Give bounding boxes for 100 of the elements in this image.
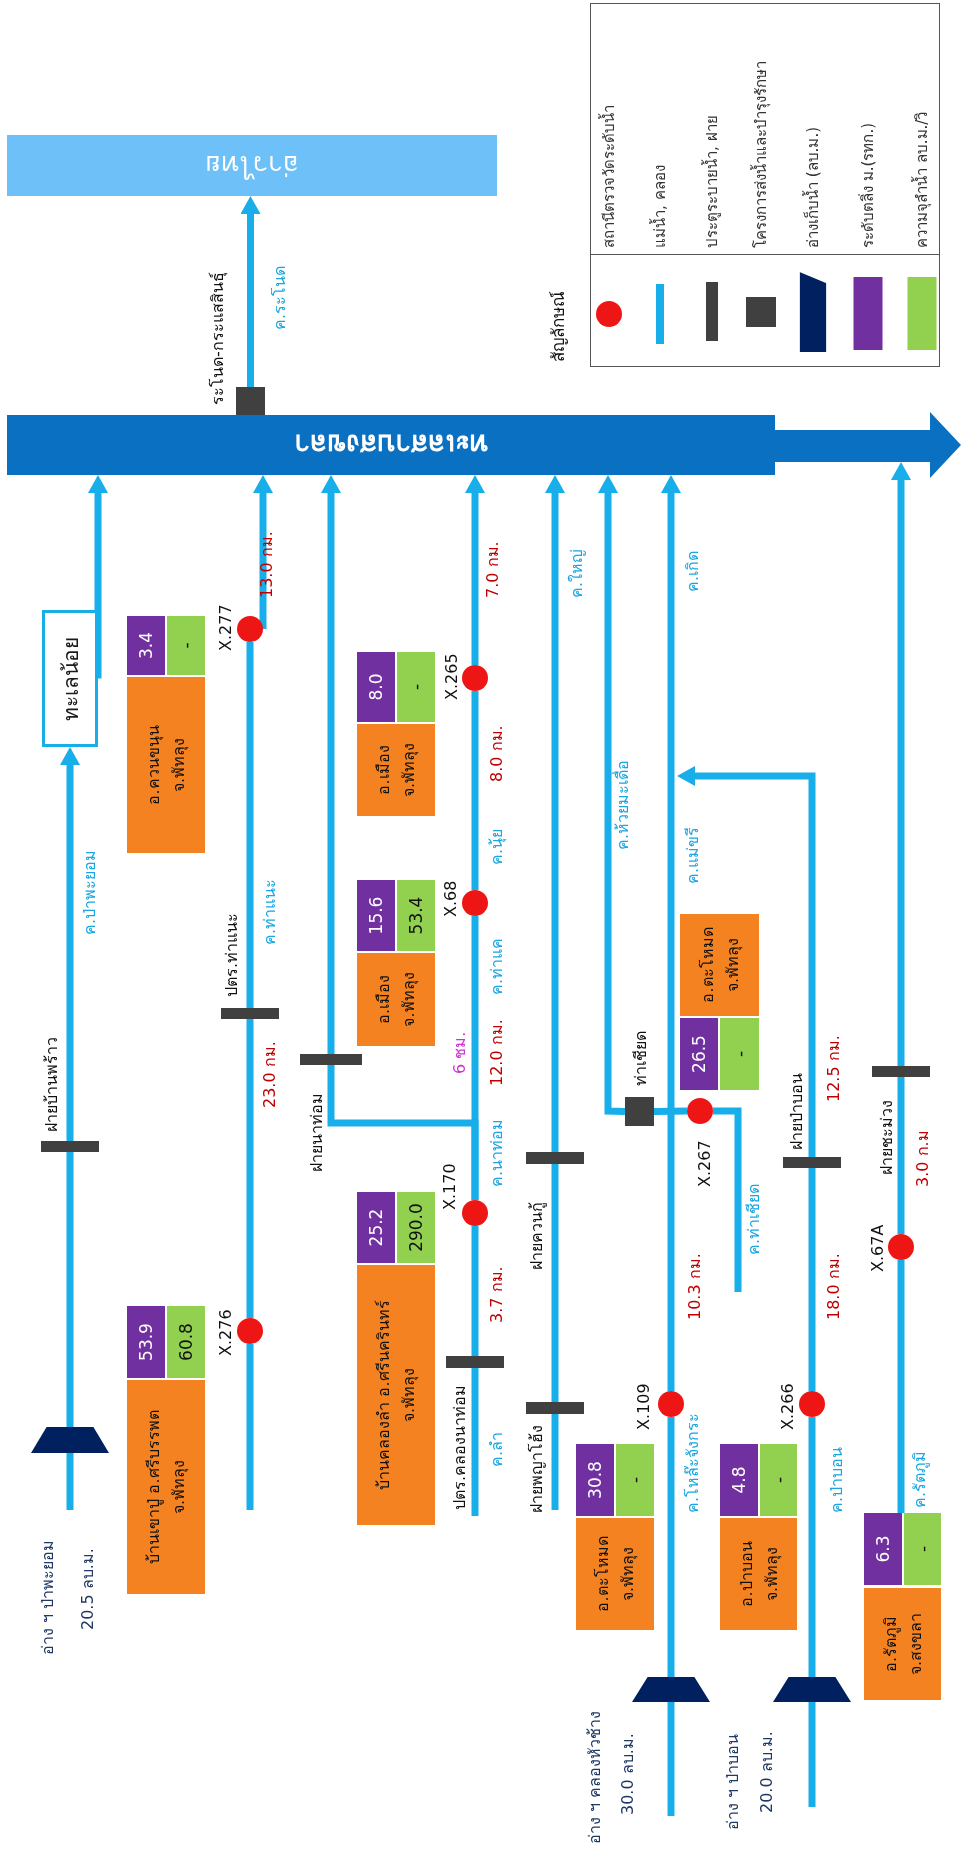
- legend-text: โครงการส่งน้ำและบำรุงรักษา: [751, 61, 771, 248]
- station-code: X.109: [634, 1383, 654, 1430]
- bank-level-box: 8.0: [357, 652, 395, 722]
- reservoir-symbol: [632, 1677, 710, 1702]
- distance-label: 10.3 กม.: [685, 1253, 705, 1320]
- station-dot: [237, 1318, 263, 1344]
- river-line: [246, 642, 254, 1008]
- reservoir-label: 20.0 ลบ.ม.: [757, 1731, 777, 1813]
- river-name: ค.เกิด: [683, 550, 703, 592]
- district-box: บ้านคลองลำ อ.ศรีนครินทร์ จ.พัทลุง: [357, 1265, 435, 1525]
- station-dot: [462, 665, 488, 691]
- river-name: ค.ท่าแนะ: [260, 878, 280, 945]
- capacity-box: -: [167, 616, 205, 675]
- reservoir-label: 20.5 ลบ.ม.: [78, 1548, 98, 1630]
- district-box: อ.รัตภูมิ จ.สงขลา: [864, 1588, 941, 1700]
- river-line: [66, 1152, 74, 1427]
- weir-bar: [446, 1356, 504, 1368]
- capacity-box: -: [616, 1444, 654, 1516]
- river-arrow: [253, 475, 273, 629]
- river-line: [327, 1065, 479, 1200]
- river-line: [667, 1417, 675, 1677]
- distance-label: 3.7 กม.: [487, 1266, 507, 1323]
- district-box: อ.ตะโหมด จ.พัทลุง: [576, 1518, 654, 1630]
- capacity-box: 290.0: [397, 1192, 435, 1263]
- station-dot: [799, 1391, 825, 1417]
- station-code: X.67A: [868, 1224, 888, 1272]
- weir-label: ฝายควนกู้: [527, 1202, 547, 1270]
- station-code: X.276: [216, 1309, 236, 1356]
- district-box: บ้านเขาปู่ อ.ศรีบรรพต จ.พัทลุง: [127, 1380, 205, 1594]
- river-name: ค.นาท่อม: [487, 1118, 507, 1187]
- river-arrow: [321, 475, 341, 1054]
- river-arrow: [60, 747, 80, 1141]
- weir-label: ปตร.ท่าแนะ: [222, 912, 242, 997]
- river-name: ค.รัตภูมิ: [910, 1450, 930, 1508]
- bank-level-box: 26.5: [680, 1018, 718, 1090]
- reservoir-label: อ่าง ฯ ป่าพะยอม: [38, 1539, 58, 1655]
- reservoir-label: อ่าง ฯ คลองหัวช้าง: [585, 1710, 605, 1844]
- river-line: [653, 1107, 688, 1115]
- distance-label: 7.0 กม.: [483, 541, 503, 598]
- station-dot: [687, 1098, 713, 1124]
- reservoir-label: อ่าง ฯ ป่าบอน: [723, 1733, 743, 1830]
- bank-level-box: 25.2: [357, 1192, 395, 1263]
- weir-bar: [41, 1141, 99, 1152]
- station-dot: [462, 890, 488, 916]
- legend-text: อ่างเก็บน้ำ (ลบ.ม.): [803, 127, 823, 248]
- weir-bar: [783, 1157, 841, 1168]
- legend-title: สัญลักษณ์: [548, 291, 568, 362]
- river-line: [897, 1260, 905, 1513]
- river-name: ค.โหล๊ะจังกระ: [683, 1412, 703, 1513]
- bank-level-box: 4.8: [720, 1444, 758, 1516]
- river-arrow: [891, 462, 911, 1066]
- capacity-box: 60.8: [167, 1306, 205, 1378]
- lake-band: ทะเลสาบสงขลา: [7, 412, 961, 478]
- bank-level-box: 53.9: [127, 1306, 165, 1378]
- sea-band: อ่าวไทย: [7, 135, 497, 196]
- station-code: X.266: [778, 1383, 798, 1430]
- legend-text: ความจุลำน้ำ ลบ.ม./วิ: [912, 111, 932, 248]
- travel-time: 6 ชม.: [450, 1031, 470, 1074]
- distance-label: 13.0 กม.: [257, 531, 277, 598]
- river-line: [808, 1168, 816, 1391]
- river-name: ค.ท่าเชียด: [744, 1183, 764, 1255]
- reservoir-symbol: [773, 1677, 851, 1702]
- river-arrow: [545, 475, 565, 1152]
- district-box: อ.ควนขนุน จ.พัทลุง: [127, 677, 205, 853]
- distance-label: 23.0 กม.: [260, 1041, 280, 1108]
- distance-label: 18.0 กม.: [824, 1253, 844, 1320]
- bank-level-box: 6.3: [864, 1513, 902, 1585]
- station-code: X.170: [440, 1163, 460, 1210]
- river-line: [897, 1077, 905, 1234]
- reservoir-symbol: [31, 1427, 109, 1453]
- capacity-box: -: [760, 1444, 797, 1516]
- weir-bar: [221, 1008, 279, 1019]
- district-box: อ.ป่าบอน จ.พัทลุง: [720, 1518, 797, 1630]
- weir-label: ปตร.คลองนาท่อม: [450, 1384, 470, 1510]
- station-code: X.265: [442, 653, 462, 700]
- distance-label: 3.0 ก.ม: [913, 1130, 933, 1187]
- weir-label: ฝายพญาโฮ้ง: [527, 1425, 547, 1513]
- river-line: [808, 1417, 816, 1677]
- bank-level-box: 3.4: [127, 616, 165, 675]
- station-code: X.267: [695, 1140, 715, 1187]
- project-label: ท่าเชียด: [631, 1031, 651, 1086]
- river-name: ค.ใหญ่: [567, 548, 587, 598]
- station-code: X.277: [216, 604, 236, 651]
- river-name: ค.นุ้ย: [487, 828, 507, 865]
- distance-label: 12.0 กม.: [487, 1019, 507, 1086]
- river-name: ค.แม่ขรี: [683, 826, 703, 884]
- legend-text: แม่น้ำ, คลอง: [650, 165, 670, 248]
- capacity-box: -: [904, 1513, 941, 1585]
- river-line: [246, 1019, 254, 1318]
- legend-text: ประตูระบายน้ำ, ฝาย: [702, 115, 722, 248]
- river-line: [551, 1164, 559, 1402]
- weir-label: ฝายป่าบอน: [787, 1073, 807, 1150]
- district-box: อ.ตะโหมด จ.พัทลุง: [680, 914, 759, 1016]
- weir-bar: [872, 1066, 930, 1077]
- lake-box: ทะเลน้อย: [42, 610, 98, 747]
- river-name: ค.ท่าแค: [487, 937, 507, 995]
- capacity-box: -: [397, 652, 435, 722]
- legend-text: ระดับตลิ่ง ม.(รทก.): [858, 123, 878, 248]
- district-box: อ.เมือง จ.พัทลุง: [357, 724, 435, 816]
- weir-label: ฝายชะม่วง: [877, 1100, 897, 1175]
